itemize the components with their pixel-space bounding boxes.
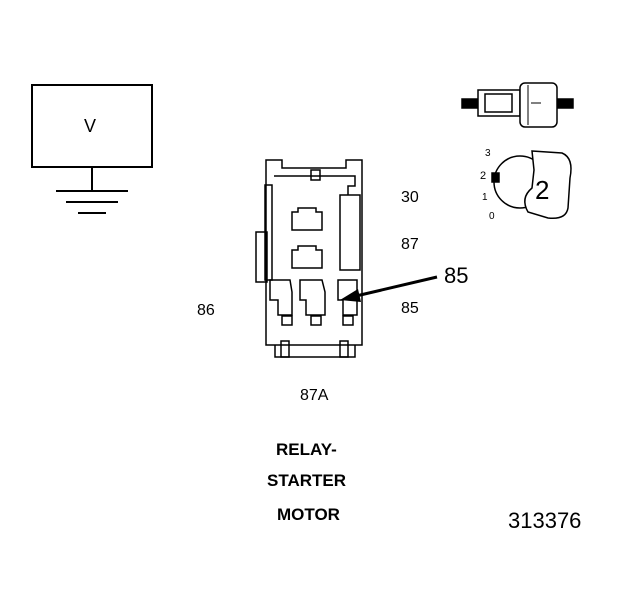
- switch-position-3: 3: [485, 148, 491, 159]
- relay-title-line-3: MOTOR: [277, 505, 340, 524]
- ground-icon: [56, 190, 128, 214]
- relay-title-line-2: STARTER: [267, 471, 347, 490]
- switch-selected-value: 2: [535, 175, 550, 205]
- voltmeter: [31, 84, 153, 214]
- terminal-pin: [342, 315, 354, 326]
- voltmeter-label: V: [84, 116, 97, 136]
- switch-key: [524, 150, 572, 220]
- relay-side-latch: [255, 231, 268, 283]
- figure-number: 313376: [508, 508, 582, 533]
- terminal-slot-85: [337, 279, 358, 316]
- terminal-pin: [310, 315, 322, 326]
- terminal-slot-30: [291, 207, 323, 231]
- relay-bottom-clip: [339, 340, 349, 358]
- relay-connector: [255, 159, 363, 358]
- plug-connector-icon: [461, 82, 574, 128]
- switch-position-1: 1: [482, 192, 488, 203]
- terminal-slot-87a: [299, 279, 326, 316]
- pin-label-86: 86: [197, 302, 215, 319]
- callout-label: 85: [444, 263, 469, 288]
- rotary-switch: [491, 150, 572, 220]
- terminal-slot-87: [291, 245, 323, 269]
- switch-position-0: 0: [489, 211, 495, 222]
- pin-label-87: 87: [401, 236, 419, 253]
- switch-position-2: 2: [480, 170, 487, 182]
- terminal-pin: [281, 315, 293, 326]
- terminal-slot-86: [269, 279, 293, 316]
- relay-right-rail: [339, 194, 361, 271]
- switch-indicator: [491, 172, 500, 183]
- relay-bottom-clip: [280, 340, 290, 358]
- relay-left-rail: [264, 184, 273, 281]
- relay-top-rail: [274, 175, 356, 195]
- callout-arrow: [340, 275, 438, 302]
- relay-body: [265, 159, 363, 346]
- pin-label-30: 30: [401, 189, 419, 206]
- relay-bottom-rail: [274, 345, 356, 358]
- pin-label-85: 85: [401, 300, 419, 317]
- relay-title-line-1: RELAY-: [276, 440, 337, 459]
- pin-label-87a: 87A: [300, 387, 329, 404]
- relay-top-latch: [310, 169, 321, 181]
